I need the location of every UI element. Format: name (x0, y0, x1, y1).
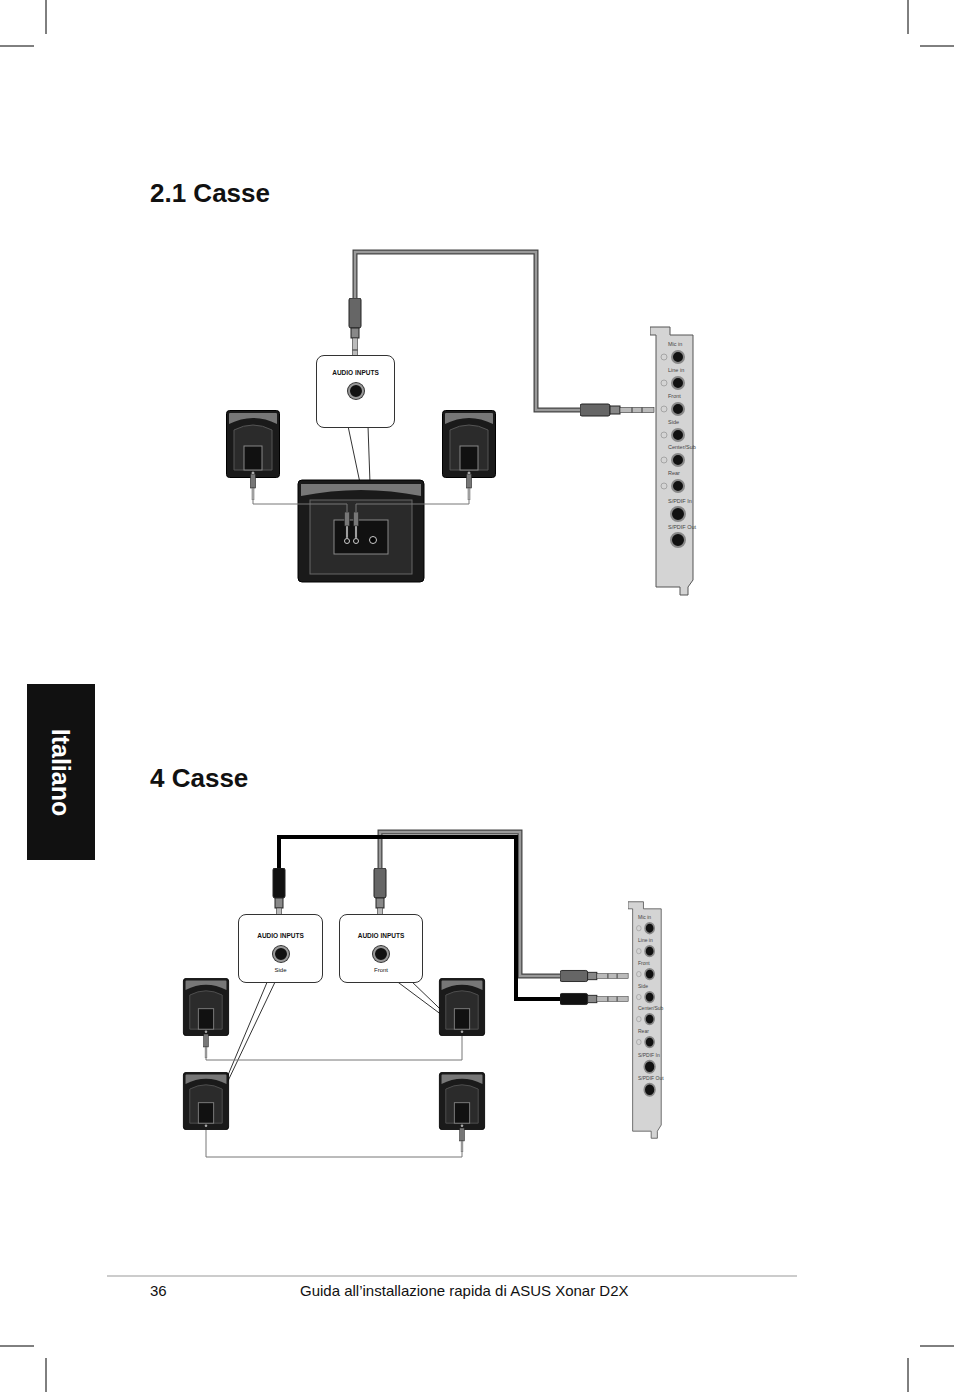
port-label: Mic in (668, 341, 682, 347)
port-label: AUDIO INPUTS (257, 933, 304, 940)
section-heading: 4 Casse (150, 763, 248, 794)
port-label: AUDIO INPUTS (332, 370, 379, 377)
port-label: Side (668, 419, 679, 425)
footer-text: Guida all’installazione rapida di ASUS X… (300, 1282, 629, 1299)
callout-box: AUDIO INPUTS Side (238, 914, 323, 983)
port-label: S/PDIF In (668, 498, 692, 504)
audio-jack (348, 383, 364, 399)
audio-jack (273, 946, 289, 962)
port-label: S/PDIF In (638, 1052, 660, 1058)
port-label: S/PDIF Out (668, 524, 696, 530)
language-tab-label: Italiano (46, 728, 75, 816)
port-label: AUDIO INPUTS (358, 933, 405, 940)
port-label: Center/Sub (668, 444, 696, 450)
language-tab (27, 684, 95, 860)
port-label: Front (668, 393, 681, 399)
audio-jack (373, 946, 389, 962)
port-label: Center/Sub (638, 1005, 663, 1011)
port-label: Rear (668, 470, 680, 476)
port-label: S/PDIF Out (638, 1075, 664, 1081)
title: 2.1 Casse (150, 178, 270, 209)
port-label: Side (638, 983, 648, 989)
channel-label: Front (374, 967, 388, 973)
page-number: 36 (150, 1282, 167, 1299)
callout-box: AUDIO INPUTS (316, 355, 395, 428)
channel-label: Side (274, 967, 286, 973)
callout-box: AUDIO INPUTS Front (339, 914, 423, 983)
port-label: Line in (668, 367, 684, 373)
port-label: Front (638, 960, 650, 966)
subwoofer (298, 480, 424, 582)
port-label: Rear (638, 1028, 649, 1034)
port-label: Mic in (638, 914, 651, 920)
port-label: Line in (638, 937, 653, 943)
